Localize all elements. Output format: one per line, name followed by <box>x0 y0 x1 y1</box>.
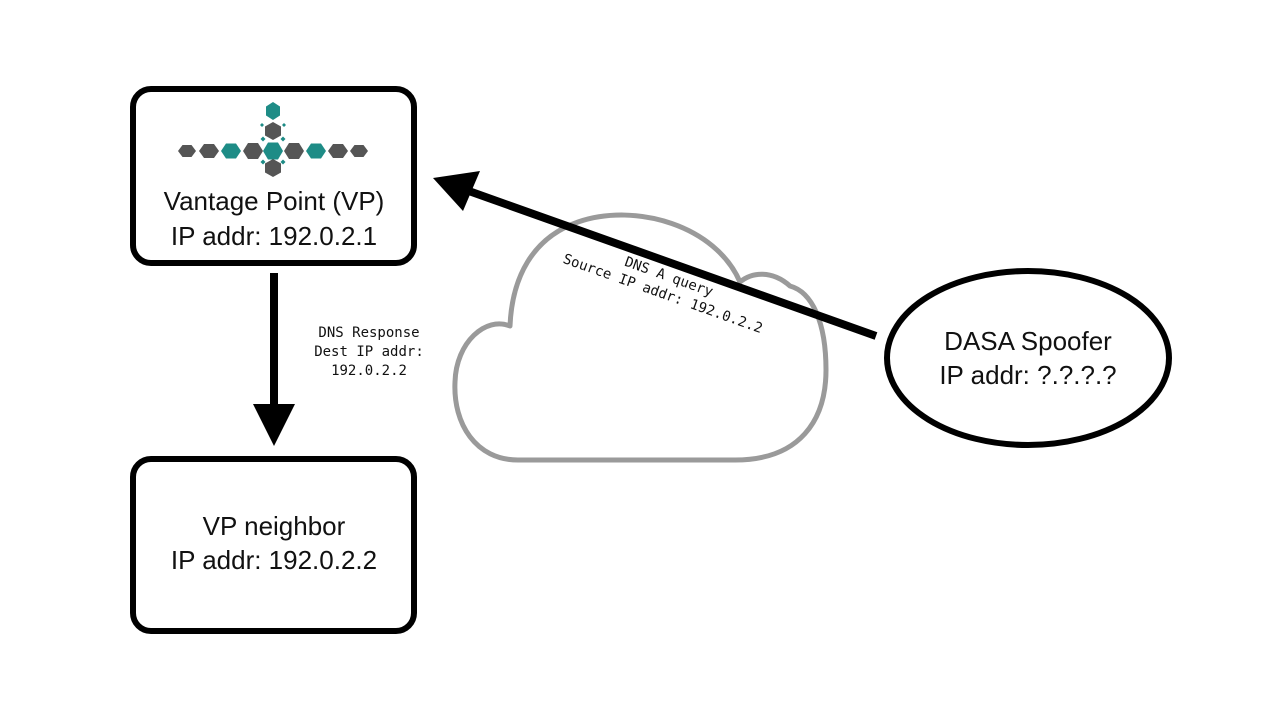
logo-hex <box>178 145 196 157</box>
logo-hex <box>265 159 281 177</box>
logo-hex <box>243 143 263 159</box>
logo-hex <box>221 143 241 159</box>
spoofer-ellipse <box>884 268 1172 448</box>
logo-hex <box>265 122 281 140</box>
logo-hex <box>350 145 368 157</box>
internet-cloud <box>452 212 829 463</box>
dns-response-label-line1: DNS Response <box>318 325 419 341</box>
logo-dot <box>280 136 286 142</box>
logo-hex <box>284 143 304 159</box>
dns-query-arrow <box>433 171 878 340</box>
dns-response-label-line2: Dest IP addr: <box>314 344 424 360</box>
vp-neighbor-ip: IP addr: 192.0.2.2 <box>171 545 377 575</box>
dns-response-arrow <box>253 273 295 446</box>
logo-hex <box>266 102 280 120</box>
spoofer-ip: IP addr: ?.?.?.? <box>939 360 1116 390</box>
logo-hex <box>328 144 348 158</box>
vantage-point-title: Vantage Point (VP) <box>164 186 385 216</box>
logo-dot <box>282 123 286 127</box>
vantage-point-ip: IP addr: 192.0.2.1 <box>171 221 377 251</box>
vp-neighbor-box <box>130 456 417 634</box>
logo-dot <box>260 123 264 127</box>
logo-dot <box>260 136 266 142</box>
logo-hex <box>263 142 283 160</box>
logo-dot <box>260 159 266 165</box>
logo-dot <box>280 159 286 165</box>
vp-neighbor-title: VP neighbor <box>203 511 346 541</box>
spoofer-title: DASA Spoofer <box>944 326 1112 356</box>
logo-hex <box>199 144 219 158</box>
logo-hex <box>306 143 326 159</box>
dns-response-label-line3: 192.0.2.2 <box>331 363 407 379</box>
hexagon-network-logo <box>178 102 368 177</box>
